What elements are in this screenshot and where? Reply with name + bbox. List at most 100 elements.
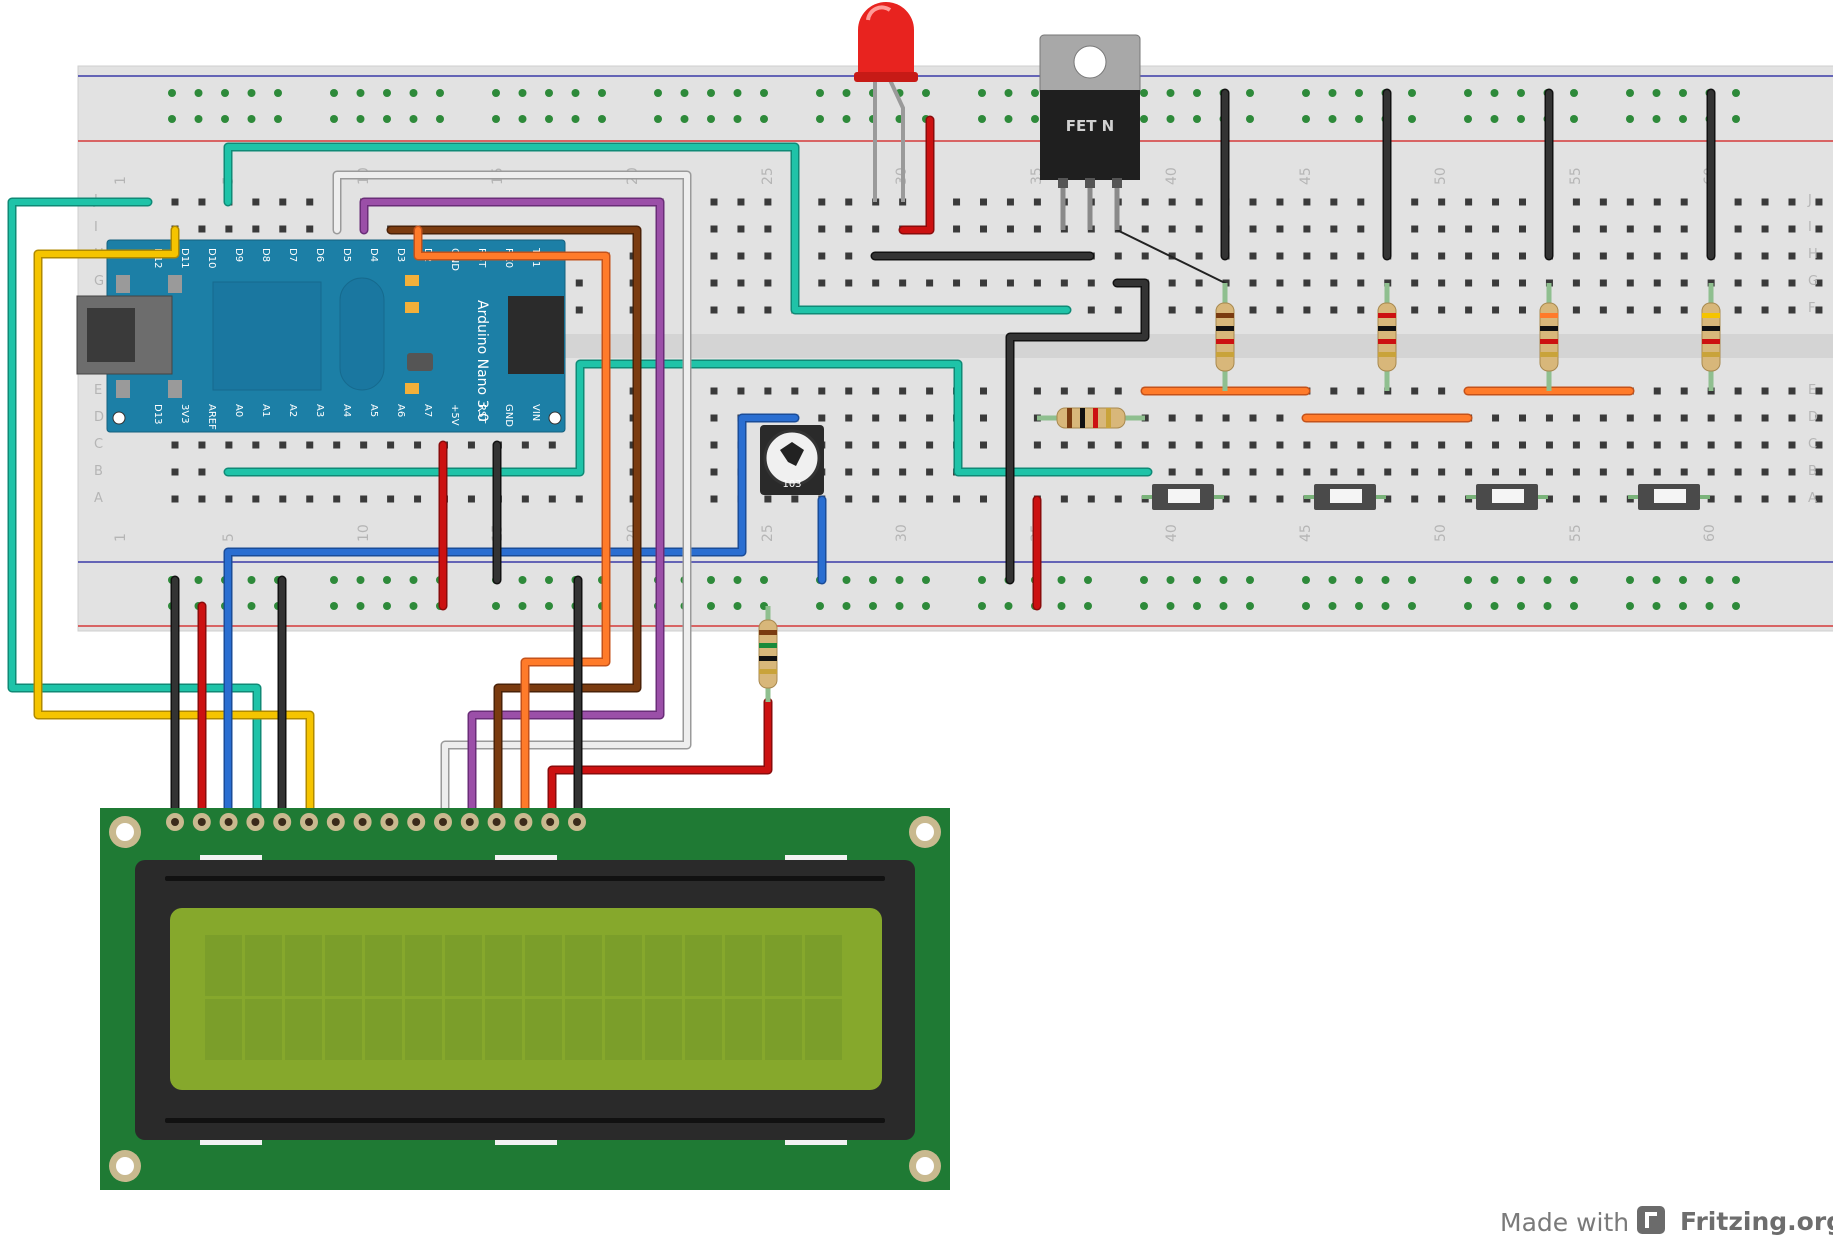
rail-hole: [194, 115, 203, 123]
breadboard-hole: [1626, 468, 1634, 476]
wire-cyan: [225, 361, 1151, 475]
rail-hole: [707, 89, 715, 97]
breadboard-hole: [980, 495, 987, 503]
breadboard-hole: [171, 198, 179, 206]
breadboard-hole: [818, 252, 826, 260]
rail-hole: [1464, 89, 1472, 97]
arduino-pin-label: A2: [287, 404, 298, 417]
breadboard-hole: [575, 306, 583, 314]
breadboard-hole: [710, 387, 718, 395]
mosfet-pin-stub: [1058, 178, 1068, 188]
breadboard-hole: [764, 279, 772, 287]
breadboard-hole: [1195, 468, 1203, 476]
rail-hole: [492, 602, 500, 610]
breadboard-hole: [818, 225, 826, 233]
breadboard-hole: [1114, 387, 1122, 395]
breadboard-hole: [1411, 468, 1419, 476]
breadboard-hole: [1195, 441, 1203, 449]
breadboard-hole: [1492, 441, 1500, 449]
arduino-pin-label: A5: [368, 404, 379, 417]
rail-hole: [1679, 602, 1687, 610]
rail-hole: [1464, 115, 1472, 123]
rail-hole: [1464, 576, 1472, 584]
lcd-cell: [605, 999, 642, 1060]
breadboard-hole: [1303, 225, 1311, 233]
wire-cyan: [225, 144, 1070, 313]
breadboard-hole: [1330, 279, 1338, 287]
breadboard-hole: [333, 441, 341, 449]
breadboard-hole: [252, 198, 260, 206]
breadboard-hole: [1626, 414, 1634, 422]
breadboard-hole: [899, 495, 907, 503]
lcd-cell: [645, 999, 682, 1060]
breadboard-hole: [1492, 225, 1500, 233]
breadboard-hole: [1815, 387, 1823, 395]
rail-hole: [1004, 89, 1013, 97]
breadboard-hole: [279, 225, 287, 233]
rail-hole: [1166, 576, 1175, 584]
breadboard-hole: [1195, 414, 1203, 422]
lcd-pin-hole: [197, 818, 206, 826]
breadboard-hole: [1087, 441, 1095, 449]
breadboard-hole: [1492, 252, 1500, 260]
lcd-cell: [285, 935, 322, 996]
breadboard-hole: [1438, 198, 1446, 206]
rail-hole: [1490, 576, 1499, 584]
breadboard-hole: [467, 495, 475, 503]
rail-hole: [1302, 115, 1310, 123]
breadboard-hole: [306, 198, 314, 206]
rail-hole: [654, 89, 662, 97]
column-number: 1: [113, 533, 129, 542]
breadboard-hole: [899, 387, 907, 395]
rail-hole: [247, 602, 256, 610]
breadboard-hole: [1114, 441, 1122, 449]
rail-hole: [1679, 576, 1687, 584]
breadboard-hole: [360, 441, 368, 449]
breadboard-hole: [1465, 441, 1473, 449]
row-letter: D: [1808, 410, 1818, 425]
breadboard-hole: [1788, 468, 1796, 476]
mosfet-tab-hole: [1073, 45, 1107, 79]
arduino-pin-label: 3V3: [179, 404, 190, 424]
wire-purple: [361, 199, 663, 821]
breadboard-hole: [1815, 279, 1823, 287]
breadboard-hole: [926, 414, 934, 422]
wire-brown: [388, 227, 640, 821]
breadboard-hole: [1438, 279, 1446, 287]
resistor-band: [1702, 352, 1720, 357]
breadboard-hole: [1411, 495, 1419, 503]
breadboard-hole: [521, 441, 529, 449]
resistor-band: [1378, 326, 1396, 331]
pot-label: 103: [782, 479, 801, 490]
resistor-band: [1540, 339, 1558, 344]
rail-hole: [1328, 115, 1337, 123]
push-button-cap: [1654, 489, 1686, 503]
lcd-pin-hole: [251, 818, 260, 826]
breadboard-hole: [1788, 306, 1796, 314]
column-number: 25: [760, 167, 776, 185]
breadboard-hole: [1680, 306, 1688, 314]
arduino-pin-label: D7: [287, 248, 298, 262]
resistor-band: [1540, 352, 1558, 357]
breadboard-hole: [818, 198, 826, 206]
header-gray-left: [168, 380, 182, 398]
rail-hole: [1381, 576, 1390, 584]
rail-hole: [330, 602, 338, 610]
arduino-pin-label: RST: [476, 404, 487, 424]
lcd-cell: [325, 935, 362, 996]
arduino-pin-label: D6: [314, 248, 325, 262]
rail-hole: [1140, 89, 1148, 97]
lcd-pin-hole: [331, 818, 340, 826]
breadboard-hole: [1626, 252, 1634, 260]
breadboard-hole: [1168, 441, 1176, 449]
breadboard-hole: [845, 387, 853, 395]
breadboard-hole: [926, 441, 934, 449]
rail-hole: [1004, 115, 1013, 123]
header-gray-left: [168, 275, 182, 293]
rail-hole: [842, 602, 851, 610]
rail-hole: [436, 115, 444, 123]
breadboard-hole: [872, 279, 880, 287]
resistor-band: [1378, 352, 1396, 357]
breadboard-hole: [1168, 225, 1176, 233]
breadboard-hole: [1438, 387, 1446, 395]
